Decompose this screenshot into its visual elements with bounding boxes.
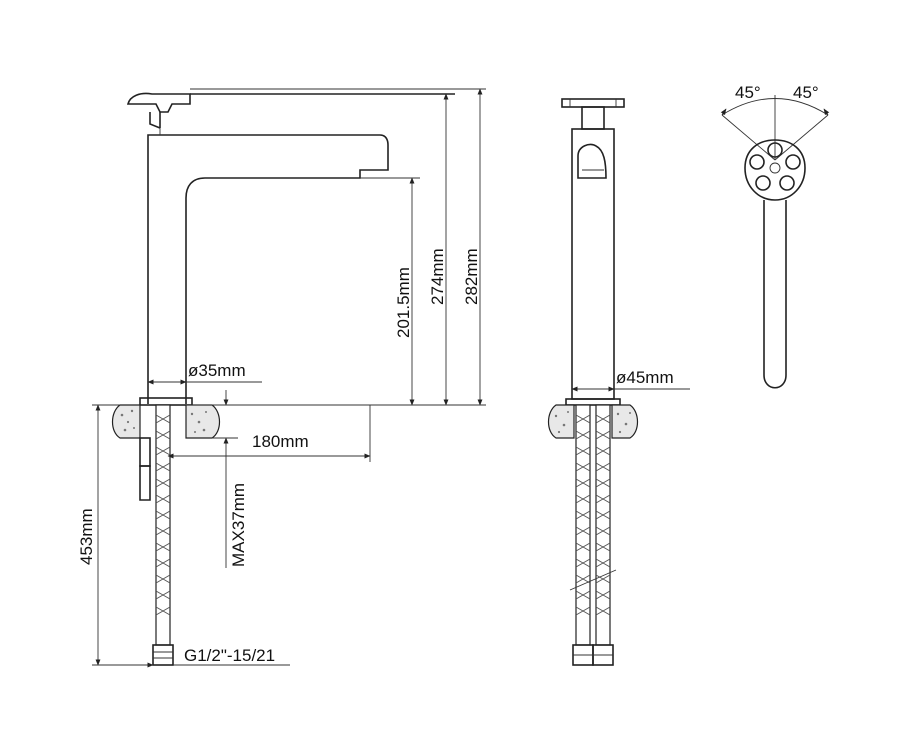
front-spout-outlet (577, 143, 607, 179)
side-dimensions: 201.5mm 274mm 282mm ø35mm 180mm MAX37mm … (77, 88, 486, 668)
front-supply-hose-left (575, 404, 591, 646)
side-countertop-texture (120, 409, 207, 433)
front-countertop-texture (554, 411, 631, 434)
handle-knob-top (744, 139, 806, 201)
handle-lever-top (763, 200, 787, 389)
side-base-diameter-label: ø35mm (188, 361, 246, 380)
hose-length-label: 453mm (77, 508, 96, 565)
total-height-label: 282mm (462, 248, 481, 305)
side-handle-lever (126, 92, 191, 113)
hose-thread-label: G1/2"-15/21 (184, 646, 275, 665)
side-countertop (111, 404, 141, 439)
outlet-height-label: 201.5mm (394, 267, 413, 338)
front-countertop (547, 404, 575, 439)
spout-top-height-label: 274mm (428, 248, 447, 305)
front-view: ø45mm (547, 98, 690, 666)
front-handle-cap (561, 98, 625, 108)
side-faucet-body (147, 134, 389, 404)
handle-angle-left-label: 45° (735, 83, 761, 102)
max-deck-thickness-label: MAX37mm (229, 483, 248, 567)
handle-angle-right-label: 45° (793, 83, 819, 102)
front-base-diameter-label: ø45mm (616, 368, 674, 387)
side-hose-nut (152, 644, 174, 666)
spout-reach-label: 180mm (252, 432, 309, 451)
front-supply-hose-right (595, 404, 611, 646)
top-view: 45° 45° (720, 83, 830, 389)
side-supply-hose (155, 404, 171, 646)
side-view (111, 92, 455, 666)
